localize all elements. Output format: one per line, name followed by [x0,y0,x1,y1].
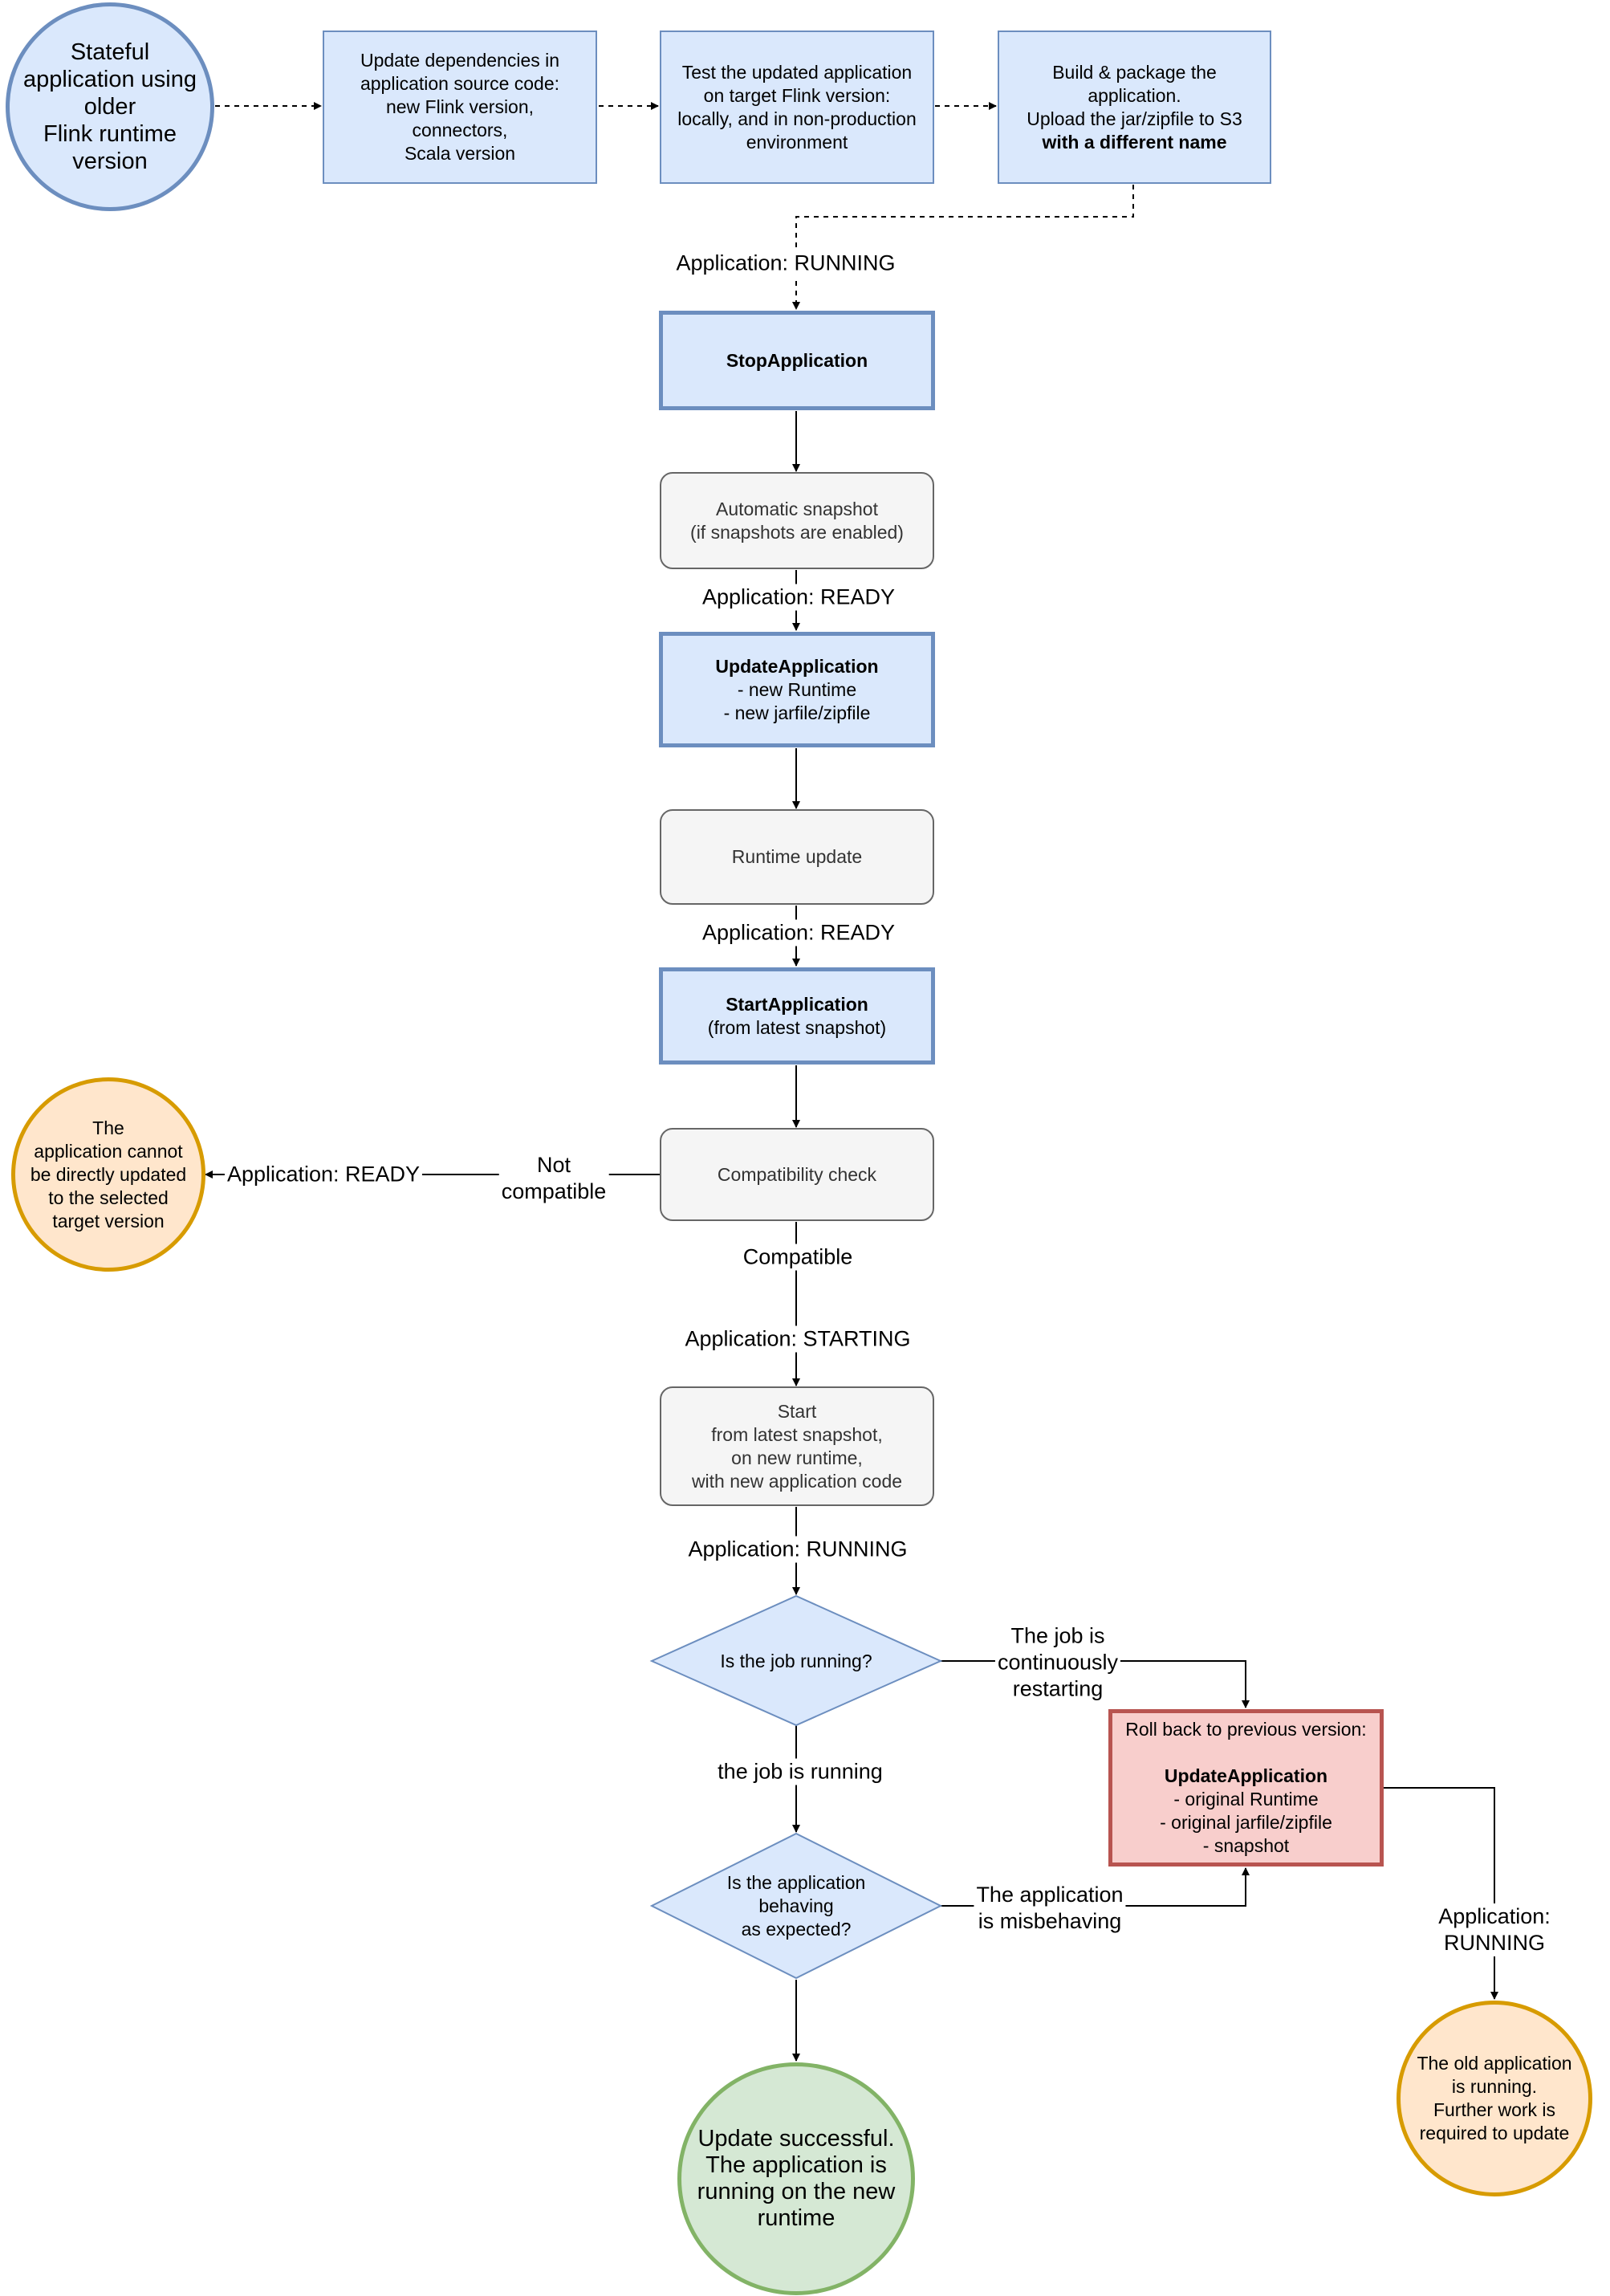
edge-label-ready-2: Application: READY [699,919,898,946]
edge-label-ready-not-compat: Application: READY [224,1161,423,1188]
step-update-dependencies-text: Update dependencies in application sourc… [360,50,560,164]
step-automatic-snapshot: Automatic snapshot (if snapshots are ena… [660,472,934,569]
step-build-package-bold: with a different name [1042,131,1227,153]
rollback-body: - original Runtime - original jarfile/zi… [1160,1789,1332,1856]
update-application-title: UpdateApplication [715,655,879,677]
edge-label-running-3: Application: RUNNING [1436,1903,1553,1956]
arrow-build-to-stop [792,185,1134,310]
edge-label-running-1: Application: RUNNING [673,250,898,277]
step-stop-application: StopApplication [659,311,935,410]
decision-job-running-text: Is the job running? [720,1650,872,1671]
end-node-old-running: The old application is running. Further … [1397,2001,1592,2196]
arrow-rollback-to-old [1384,1787,1498,2000]
success-text: Update successful. The application is ru… [697,2126,896,2231]
edge-label-starting: Application: STARTING [682,1325,913,1353]
stop-application-text: StopApplication [726,349,868,371]
end-node-success: Update successful. The application is ru… [677,2062,915,2295]
runtime-update-text: Runtime update [731,846,863,867]
step-update-application: UpdateApplication - new Runtime - new ja… [659,632,935,747]
cannot-update-text: The application cannot be directly updat… [30,1117,187,1231]
step-rollback: Roll back to previous version: UpdateApp… [1108,1709,1384,1867]
start-from-snapshot-text: Start from latest snapshot, on new runti… [691,1400,903,1492]
decision-job-running: Is the job running? [676,1629,917,1693]
start-application-title: StartApplication [726,993,868,1015]
step-build-package-text: Build & package the application. Upload … [1027,61,1242,129]
edge-label-compatible: Compatible [740,1244,856,1271]
step-test-application-text: Test the updated application on target F… [677,61,917,153]
update-application-body: - new Runtime - new jarfile/zipfile [723,678,871,723]
diamond-job-running [649,1594,943,1727]
decision-behaving: Is the application behaving as expected? [684,1858,909,1954]
edge-label-continuously-restarting: The job is continuously restarting [994,1622,1121,1703]
start-application-body: (from latest snapshot) [707,1016,887,1038]
automatic-snapshot-text: Automatic snapshot (if snapshots are ena… [690,498,904,543]
diamond-behaving [649,1832,943,1980]
decision-behaving-text: Is the application behaving as expected? [726,1871,866,1940]
step-test-application: Test the updated application on target F… [660,31,934,184]
edge-label-running-2: Application: RUNNING [685,1536,910,1563]
start-node-text: Stateful application using older Flink r… [22,39,197,174]
rollback-heading: Roll back to previous version: [1125,1719,1367,1740]
end-node-cannot-update: The application cannot be directly updat… [11,1077,205,1272]
step-runtime-update: Runtime update [660,809,934,905]
edge-label-not-compatible: Not compatible [498,1152,609,1205]
edge-label-ready-1: Application: READY [699,584,898,611]
edge-label-misbehaving: The application is misbehaving [974,1882,1126,1935]
step-build-package: Build & package the application. Upload … [998,31,1271,184]
step-start-application: StartApplication (from latest snapshot) [659,967,935,1065]
step-update-dependencies: Update dependencies in application sourc… [323,31,597,184]
start-node-stateful-app: Stateful application using older Flink r… [6,2,214,211]
old-running-text: The old application is running. Further … [1417,2053,1572,2143]
step-start-from-snapshot: Start from latest snapshot, on new runti… [660,1386,934,1506]
rollback-title: UpdateApplication [1164,1765,1328,1786]
step-compatibility-check: Compatibility check [660,1128,934,1221]
compatibility-check-text: Compatibility check [717,1163,877,1185]
edge-label-job-is-running: the job is running [715,1758,885,1785]
